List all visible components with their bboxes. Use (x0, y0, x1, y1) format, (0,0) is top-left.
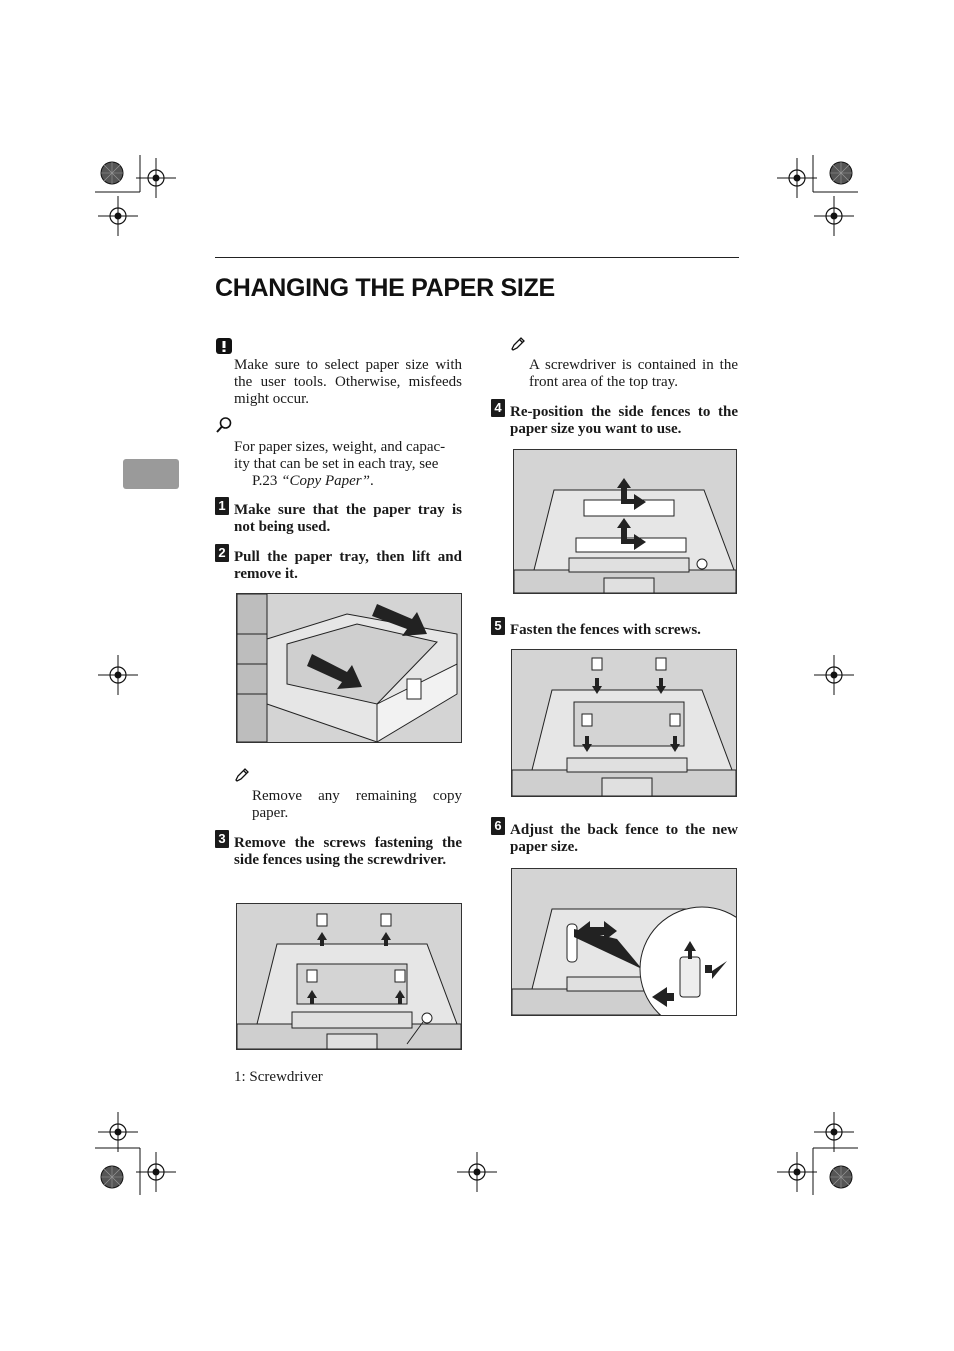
reference-end: . (369, 473, 374, 489)
step-3-text: Remove the screws fastening the side fen… (234, 835, 462, 868)
fasten-screws-illustration (511, 649, 737, 797)
note-2-text: Remove any remaining copy paper. (252, 788, 462, 821)
note-pencil-icon (235, 768, 249, 782)
step-6-number: 6 (491, 817, 505, 835)
important-text: Make sure to select paper size with the … (234, 357, 462, 407)
reposition-fences-illustration (513, 449, 737, 594)
screwdriver-callout-label: 1: Screwdriver (234, 1069, 323, 1085)
remove-screws-illustration (236, 903, 462, 1050)
back-fence-illustration (511, 868, 737, 1016)
reference-page: P.23 (252, 473, 278, 489)
step-5-text: Fasten the fences with screws. (510, 622, 701, 638)
step-4-text: Re-position the side fences to the paper… (510, 404, 738, 437)
step-1-text: Make sure that the paper tray is not bei… (234, 502, 462, 535)
pull-tray-illustration (236, 593, 462, 743)
reference-line-1: For paper sizes, weight, and capac- (234, 439, 446, 455)
reference-line-2: ity that can be set in each tray, see (234, 456, 439, 472)
step-1-number: 1 (215, 497, 229, 515)
step-6-text: Adjust the back fence to the new paper s… (510, 822, 738, 855)
page-title: CHANGING THE PAPER SIZE (215, 274, 555, 302)
reference-magnifier-icon (216, 417, 232, 433)
section-tab (123, 459, 179, 489)
step-5-number: 5 (491, 617, 505, 635)
step-2-text: Pull the paper tray, then lift and remov… (234, 549, 462, 582)
header-rule (215, 257, 739, 258)
step-3-number: 3 (215, 830, 229, 848)
step-2-number: 2 (215, 544, 229, 562)
note-pencil-icon-right (511, 337, 525, 351)
step-4-number: 4 (491, 399, 505, 417)
reference-link[interactable]: “Copy Paper” (281, 473, 370, 489)
note-right-text: A screwdriver is contained in the front … (529, 357, 738, 390)
reference-link-line: P.23 “Copy Paper”. (252, 473, 462, 490)
important-icon (216, 338, 232, 354)
